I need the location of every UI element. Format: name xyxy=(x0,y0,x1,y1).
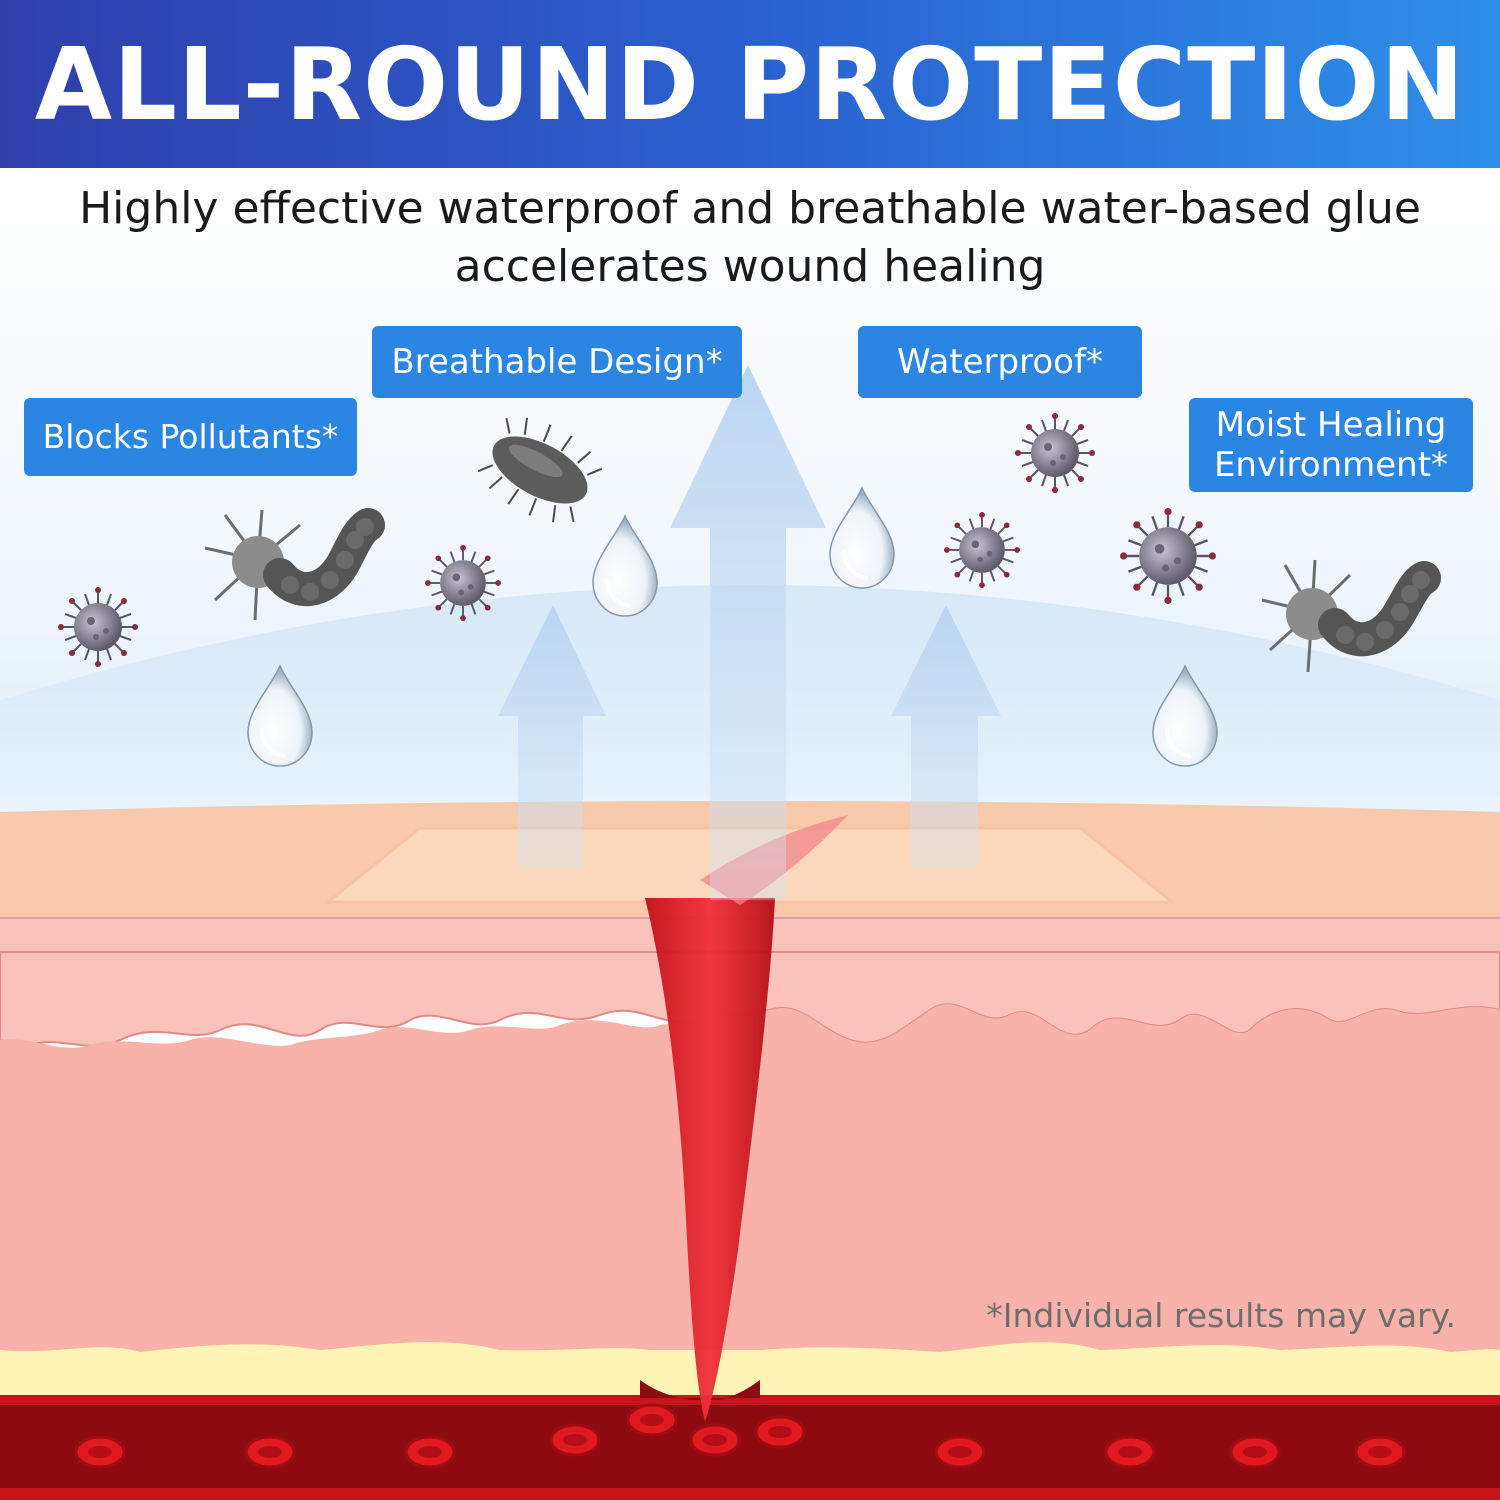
disclaimer: *Individual results may vary. xyxy=(986,1296,1456,1335)
tag-label: Breathable Design* xyxy=(391,342,723,382)
bacteria-icon xyxy=(477,417,603,523)
subtitle: Highly effective waterproof and breathab… xyxy=(0,180,1500,296)
tag-waterproof: Waterproof* xyxy=(858,326,1142,398)
dermis-layer xyxy=(0,1004,1500,1370)
tag-moist-healing: Moist Healing Environment* xyxy=(1189,398,1473,492)
tag-breathable-design: Breathable Design* xyxy=(372,326,742,398)
wound-cut xyxy=(645,898,775,1422)
subtitle-line-1: Highly effective waterproof and breathab… xyxy=(79,183,1421,234)
tag-label-line-1: Moist Healing xyxy=(1215,405,1447,445)
pollutant-cluster-right xyxy=(1261,559,1441,673)
subtitle-line-2: accelerates wound healing xyxy=(454,241,1046,292)
tag-label-line-2: Environment* xyxy=(1213,445,1449,485)
header-banner: ALL-ROUND PROTECTION xyxy=(0,0,1500,168)
tag-label: Blocks Pollutants* xyxy=(42,417,339,456)
pollutant-cluster-left xyxy=(204,508,385,621)
tag-label: Waterproof* xyxy=(897,342,1103,382)
tag-blocks-pollutants: Blocks Pollutants* xyxy=(24,398,357,476)
page-title: ALL-ROUND PROTECTION xyxy=(34,25,1466,143)
fat-layer xyxy=(0,1342,1500,1400)
breathable-arrows xyxy=(498,365,1001,900)
